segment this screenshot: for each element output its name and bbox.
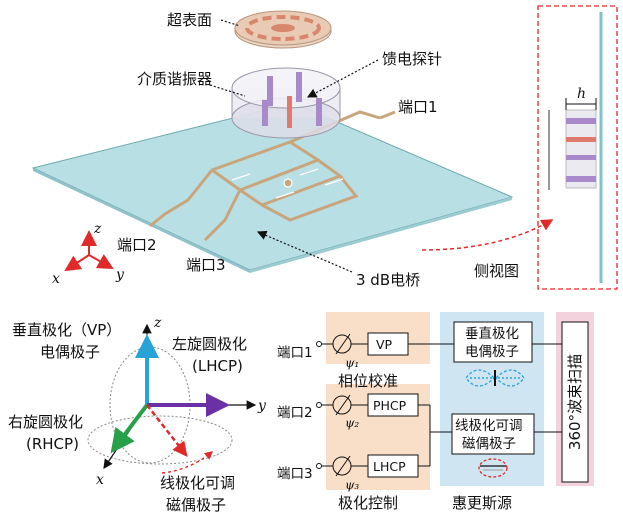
vp-label-line2: 电偶极子 <box>40 343 100 361</box>
bridge-label: 3 dB电桥 <box>356 271 420 289</box>
psi1-label: ψ₁ <box>345 356 359 370</box>
psi2-label: ψ₂ <box>345 416 359 430</box>
side-view-panel: h <box>537 5 618 290</box>
top-axis-x: x <box>52 271 60 287</box>
side-view-label: 侧视图 <box>474 262 519 280</box>
magnetic-dipole-icon <box>478 458 508 478</box>
port1-label: 端口1 <box>398 98 438 116</box>
lhcp-label-line1: 左旋圆极化 <box>172 335 247 353</box>
vp-label-line1: 垂直极化（VP） <box>12 321 121 339</box>
port2-label: 端口2 <box>117 236 157 254</box>
tunable-md-line1: 线极化可调 <box>160 474 235 492</box>
dipole-axes-diagram: z y x 垂直极化（VP） 电偶极子 左旋圆极化 (LHCP) 右旋圆极化 (… <box>8 315 267 514</box>
phase-calibration-label: 相位校准 <box>338 372 398 390</box>
electric-dipole-icon <box>465 369 525 387</box>
phcp-box-label: PHCP <box>373 398 407 413</box>
height-h-label: h <box>577 86 586 102</box>
tunable-md-line2: 磁偶极子 <box>166 496 226 514</box>
bl-axis-z: z <box>153 315 162 331</box>
top-axis-z: z <box>93 221 102 237</box>
bl-axis-y: y <box>257 398 267 414</box>
rhcp-label-line1: 右旋圆极化 <box>8 413 83 431</box>
huygens-source-label: 惠更斯源 <box>452 494 512 512</box>
hybrid-coupler-traces <box>149 110 396 242</box>
lhcp-label-line2: (LHCP) <box>192 357 243 375</box>
bd-port2: 端口2 <box>277 405 313 421</box>
lhcp-box-label: LHCP <box>373 459 406 474</box>
vp-box-label: VP <box>376 337 393 352</box>
bd-port3: 端口3 <box>277 466 313 482</box>
metasurface-disk <box>234 10 332 49</box>
feed-probe-label: 馈电探针 <box>382 50 442 68</box>
psi3-label: ψ₃ <box>345 478 359 492</box>
port3-label: 端口3 <box>186 256 226 274</box>
feed-network-block-diagram: 端口1 VP ψ₁ 相位校准 端口2 PHCP ψ₂ 端口3 LHCP ψ₃ 极… <box>277 312 594 512</box>
substrate-edge <box>33 168 250 273</box>
md-box-line1: 线极化可调 <box>455 418 523 434</box>
vp-dipole-box-line1: 垂直极化 <box>465 326 519 342</box>
polarization-control-label: 极化控制 <box>338 494 398 512</box>
vp-dipole-box-line2: 电偶极子 <box>465 344 519 360</box>
top-axis-y: y <box>115 267 125 283</box>
bl-axis-x: x <box>96 472 104 488</box>
dielectric-resonator-label: 介质谐振器 <box>137 70 212 88</box>
md-box-line2: 磁偶极子 <box>462 436 516 452</box>
beam-scan-label: 360°波束扫描 <box>566 354 584 450</box>
metasurface-label: 超表面 <box>167 11 212 29</box>
rhcp-label-line2: (RHCP) <box>26 435 79 453</box>
top-axes: z y x <box>52 221 125 287</box>
dielectric-resonator <box>231 67 341 139</box>
antenna-3d-view: 超表面 馈电探针 介质谐振器 端口1 端口2 端口3 3 dB电桥 侧视图 z … <box>31 10 554 289</box>
bd-port1: 端口1 <box>277 345 313 361</box>
